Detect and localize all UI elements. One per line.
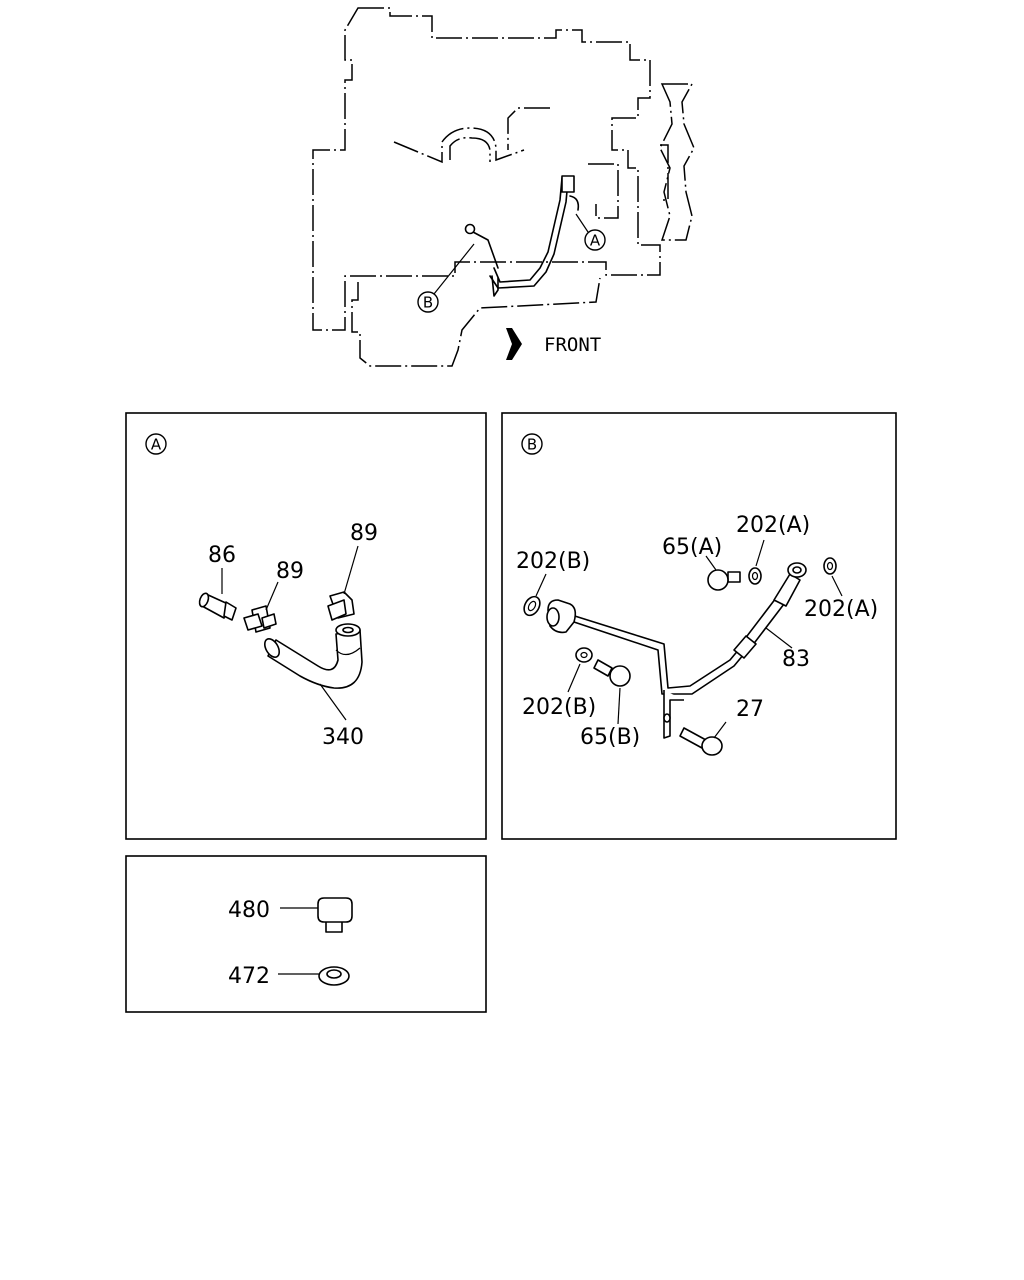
- pipe-fitting: [561, 175, 575, 193]
- oil-pipe-b: [472, 231, 499, 269]
- oil-pan: [351, 277, 601, 367]
- label-65a: 65(A): [662, 535, 722, 560]
- part-202b-gasket-upper: [523, 595, 541, 617]
- label-202b-upper: 202(B): [516, 549, 590, 574]
- leader-89-upper: [343, 545, 359, 595]
- label-83: 83: [782, 647, 810, 672]
- oil-pipe-a: [493, 177, 563, 283]
- leader-202b-lower: [567, 663, 581, 693]
- label-202b-lower: 202(B): [522, 695, 596, 720]
- callout-b-circle: [417, 291, 439, 313]
- pipe-banjo-end: [464, 223, 476, 235]
- part-89-clip-small: [243, 605, 277, 633]
- part-27-bolt: [679, 727, 723, 756]
- part-340-hose: [263, 623, 363, 689]
- detail-b-frame: [501, 412, 897, 840]
- leader-202a-right: [831, 575, 843, 597]
- engine-outline: [312, 7, 661, 331]
- fan-hub: [660, 144, 669, 201]
- label-89-small: 89: [276, 559, 304, 584]
- engine-overview: A B FRONT: [312, 7, 695, 367]
- leader-340: [319, 683, 347, 721]
- leader-65b: [617, 687, 621, 725]
- oil-pipe-a-2: [489, 179, 569, 289]
- intake-hump: [393, 127, 525, 164]
- fan: [659, 83, 695, 241]
- drip-marker: [491, 275, 499, 297]
- leader-27: [713, 721, 727, 739]
- part-480-plug: [317, 897, 353, 933]
- detail-a-tag-circle: [145, 433, 167, 455]
- intake-hump-inner: [449, 136, 491, 162]
- callout-a-leader: [575, 213, 589, 233]
- detail-b-tag-circle: [521, 433, 543, 455]
- part-202a-gasket-upper: [748, 567, 762, 585]
- part-65a-bolt: [707, 569, 741, 591]
- pipe-bracket: [588, 163, 619, 219]
- leader-65a: [705, 555, 717, 571]
- detail-c-panel: 480 472: [125, 855, 487, 1013]
- label-65b: 65(B): [580, 725, 640, 750]
- label-89-upper: 89: [350, 521, 378, 546]
- callout-a-circle: [584, 229, 606, 251]
- part-65b-bolt: [593, 659, 631, 687]
- leader-89-small: [265, 581, 279, 611]
- detail-c-frame: [125, 855, 487, 1013]
- pipe-elbow: [569, 195, 580, 211]
- callout-a-letter: A: [590, 232, 601, 250]
- detail-b-panel: B 83 202(B) 6: [501, 412, 897, 840]
- leader-202b-upper: [535, 573, 547, 597]
- label-86: 86: [208, 543, 236, 568]
- callout-b-leader: [433, 243, 475, 295]
- upper-pipe: [507, 107, 550, 150]
- label-472: 472: [228, 964, 270, 989]
- detail-b-tag: B: [527, 436, 537, 454]
- label-27: 27: [736, 697, 764, 722]
- detail-a-tag: A: [151, 436, 162, 454]
- label-480: 480: [228, 898, 270, 923]
- detail-a-panel: A 86 89 89: [125, 412, 487, 840]
- part-202a-gasket-right: [823, 557, 837, 575]
- part-83-pipe-assembly: [546, 562, 807, 739]
- part-86-nipple: [198, 592, 237, 621]
- callout-b-letter: B: [423, 294, 433, 312]
- front-label: FRONT: [544, 334, 601, 356]
- label-340: 340: [322, 725, 364, 750]
- front-arrow-icon: [506, 328, 522, 360]
- leader-202a-upper: [755, 539, 765, 567]
- part-202b-gasket-lower: [575, 647, 593, 663]
- label-202a-upper: 202(A): [736, 513, 810, 538]
- leader-83: [765, 627, 793, 649]
- part-472-washer: [318, 966, 350, 986]
- label-202a-right: 202(A): [804, 597, 878, 622]
- part-89-clip-upper: [327, 591, 355, 621]
- detail-a-frame: [125, 412, 487, 840]
